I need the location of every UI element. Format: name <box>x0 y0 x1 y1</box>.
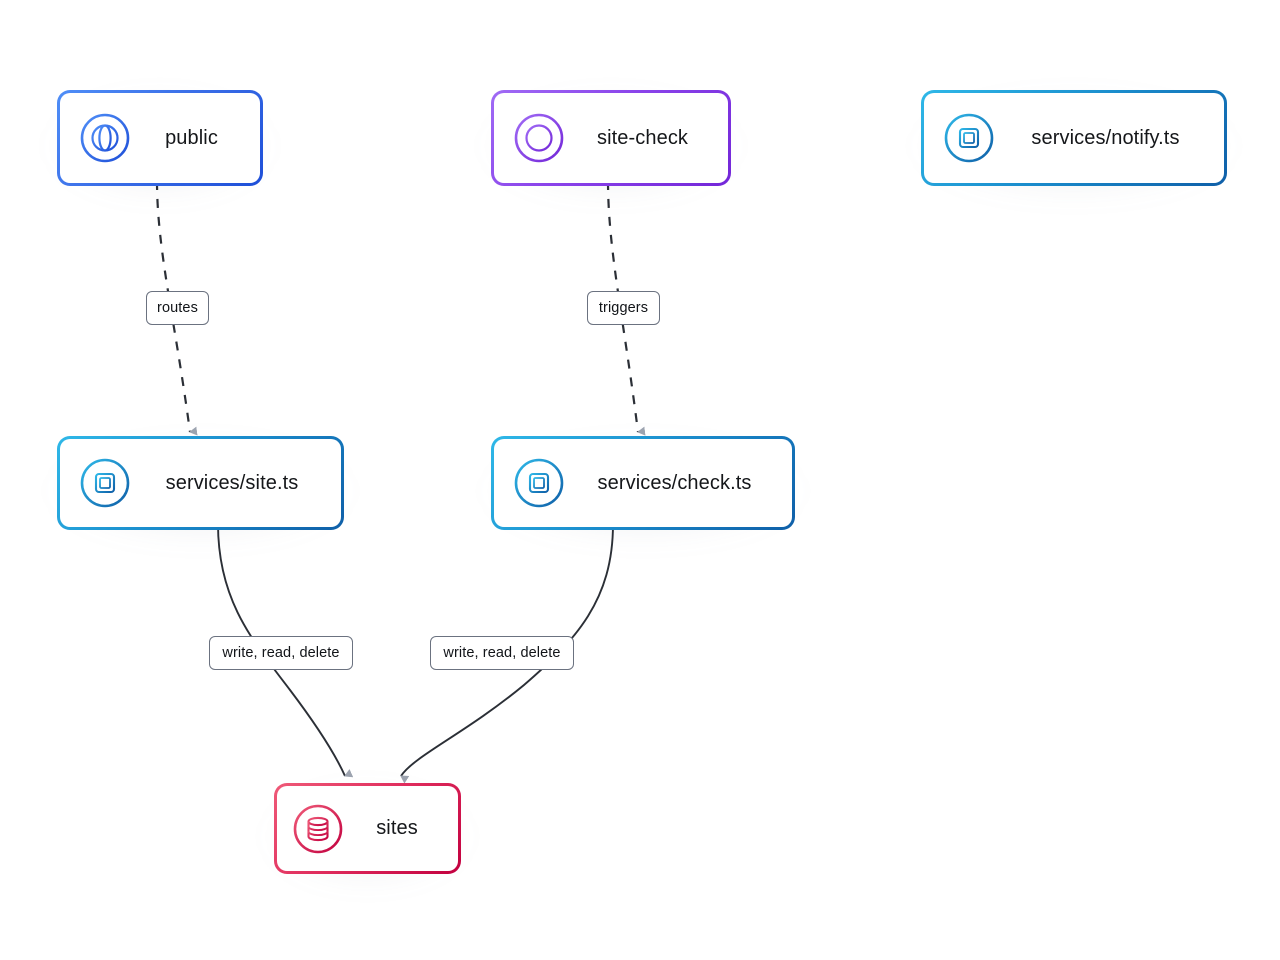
node-services-notify-ts[interactable]: services/notify.ts <box>921 90 1227 186</box>
node-label-services-notify-ts: services/notify.ts <box>1031 126 1180 149</box>
node-label-services-check-ts: services/check.ts <box>597 471 752 494</box>
edge-label-routes: routes <box>146 291 209 325</box>
node-label-public: public <box>165 126 218 149</box>
node-site-check[interactable]: site-check <box>491 90 731 186</box>
node-services-check-ts[interactable]: services/check.ts <box>491 436 795 530</box>
node-public[interactable]: public <box>57 90 263 186</box>
node-label-site-check: site-check <box>596 126 689 149</box>
node-sites[interactable]: sites <box>274 783 461 874</box>
node-label-sites: sites <box>376 817 418 839</box>
database-icon <box>292 803 344 855</box>
edge-label-triggers: triggers <box>587 291 660 325</box>
edge-label-site-write-read-delete: write, read, delete <box>209 636 353 670</box>
clock-icon <box>513 112 565 164</box>
chip-icon <box>513 457 565 509</box>
globe-icon <box>79 112 131 164</box>
node-services-site-ts[interactable]: services/site.ts <box>57 436 344 530</box>
chip-icon <box>943 112 995 164</box>
chip-icon <box>79 457 131 509</box>
edge-label-check-write-read-delete: write, read, delete <box>430 636 574 670</box>
node-label-services-site-ts: services/site.ts <box>165 471 299 494</box>
